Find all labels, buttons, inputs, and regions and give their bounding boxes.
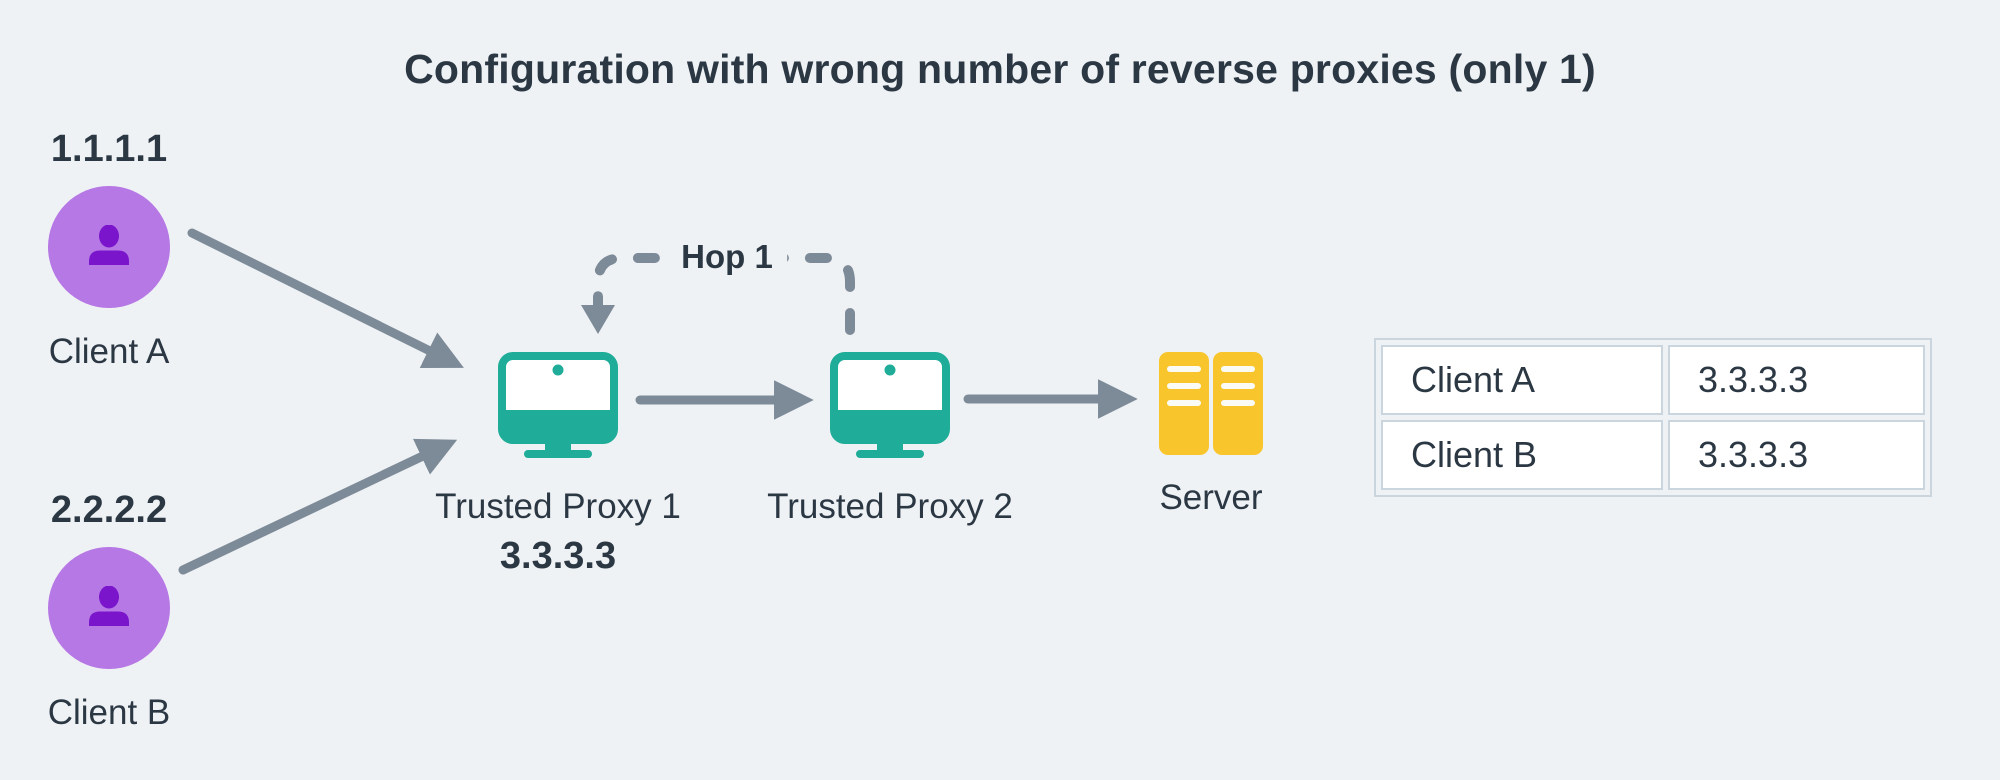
node-client-a: 1.1.1.1 Client A (0, 126, 259, 374)
monitor-icon (498, 352, 618, 458)
diagram-title: Configuration with wrong number of rever… (404, 46, 1596, 92)
server-label: Server (1159, 478, 1263, 517)
client-b-ip: 2.2.2.2 (50, 489, 168, 531)
hop1-label: Hop 1 (667, 236, 787, 278)
table-row: Client A 3.3.3.3 (1381, 345, 1925, 415)
node-client-b: 2.2.2.2 Client B (0, 487, 259, 735)
client-a-avatar (48, 186, 170, 308)
node-server: Server (1061, 352, 1361, 520)
table-cell-resolved-ip: 3.3.3.3 (1668, 420, 1925, 490)
server-rack-icon (1159, 352, 1263, 455)
table-cell-resolved-ip: 3.3.3.3 (1668, 345, 1925, 415)
trusted-proxy-1-ip: 3.3.3.3 (499, 535, 617, 577)
person-icon (89, 225, 129, 265)
trusted-proxy-1-label: Trusted Proxy 1 (435, 487, 681, 526)
monitor-icon (830, 352, 950, 458)
table-cell-client: Client A (1381, 345, 1663, 415)
resolved-ip-table: Client A 3.3.3.3 Client B 3.3.3.3 (1374, 338, 1932, 497)
hop1-arrowhead (581, 305, 615, 334)
node-trusted-proxy-1: Trusted Proxy 1 3.3.3.3 (408, 352, 708, 579)
client-b-label: Client B (47, 693, 171, 732)
node-trusted-proxy-2: Trusted Proxy 2 (740, 352, 1040, 529)
table-row: Client B 3.3.3.3 (1381, 420, 1925, 490)
client-b-avatar (48, 547, 170, 669)
client-a-ip: 1.1.1.1 (50, 128, 168, 170)
client-a-label: Client A (48, 332, 170, 371)
table-cell-client: Client B (1381, 420, 1663, 490)
trusted-proxy-2-label: Trusted Proxy 2 (767, 487, 1013, 526)
person-icon (89, 586, 129, 626)
